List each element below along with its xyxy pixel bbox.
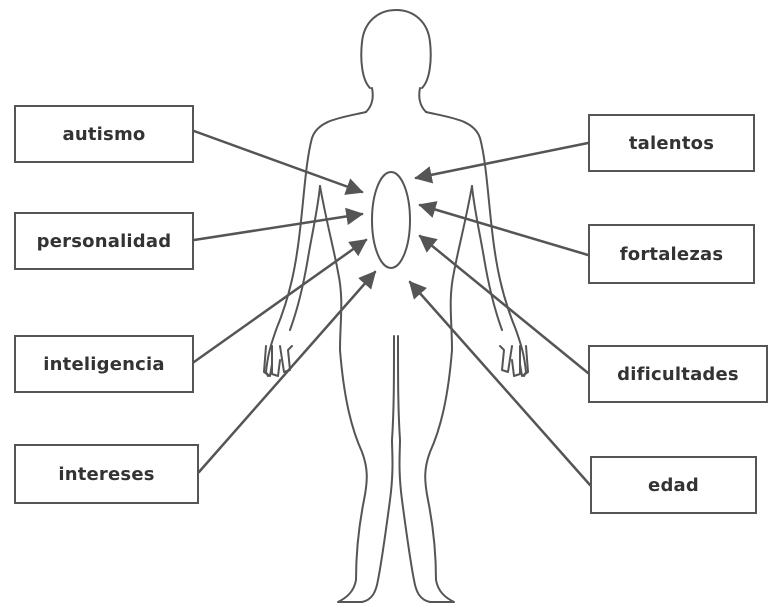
central-oval (372, 172, 410, 268)
label-personalidad: personalidad (37, 231, 172, 252)
label-box-personalidad: personalidad (14, 212, 194, 270)
figure-neck-right (419, 88, 426, 112)
label-box-talentos: talentos (588, 114, 755, 172)
label-dificultades: dificultades (617, 364, 739, 385)
figure-torso-left (320, 186, 341, 350)
figure-left-leg (338, 336, 394, 602)
figure-left-side (266, 112, 366, 376)
label-box-inteligencia: inteligencia (14, 335, 194, 393)
label-autismo: autismo (63, 124, 146, 145)
label-box-intereses: intereses (14, 444, 199, 504)
figure-right-side (426, 112, 526, 376)
human-figure (264, 10, 528, 602)
figure-right-leg (398, 336, 454, 602)
arrow-autismo (194, 131, 362, 192)
label-box-autismo: autismo (14, 105, 194, 163)
figure-head (361, 10, 430, 88)
label-inteligencia: inteligencia (43, 354, 164, 375)
arrow-fortalezas (420, 205, 588, 255)
arrow-talentos (416, 143, 588, 178)
label-intereses: intereses (58, 464, 154, 485)
label-box-dificultades: dificultades (588, 345, 768, 403)
label-box-fortalezas: fortalezas (588, 224, 755, 284)
label-edad: edad (648, 475, 699, 496)
arrow-personalidad (194, 214, 362, 240)
label-talentos: talentos (629, 133, 714, 154)
arrow-edad (410, 282, 590, 485)
figure-torso-right (451, 186, 472, 350)
label-box-edad: edad (590, 456, 757, 514)
label-fortalezas: fortalezas (620, 244, 724, 265)
figure-neck-left (366, 88, 373, 112)
